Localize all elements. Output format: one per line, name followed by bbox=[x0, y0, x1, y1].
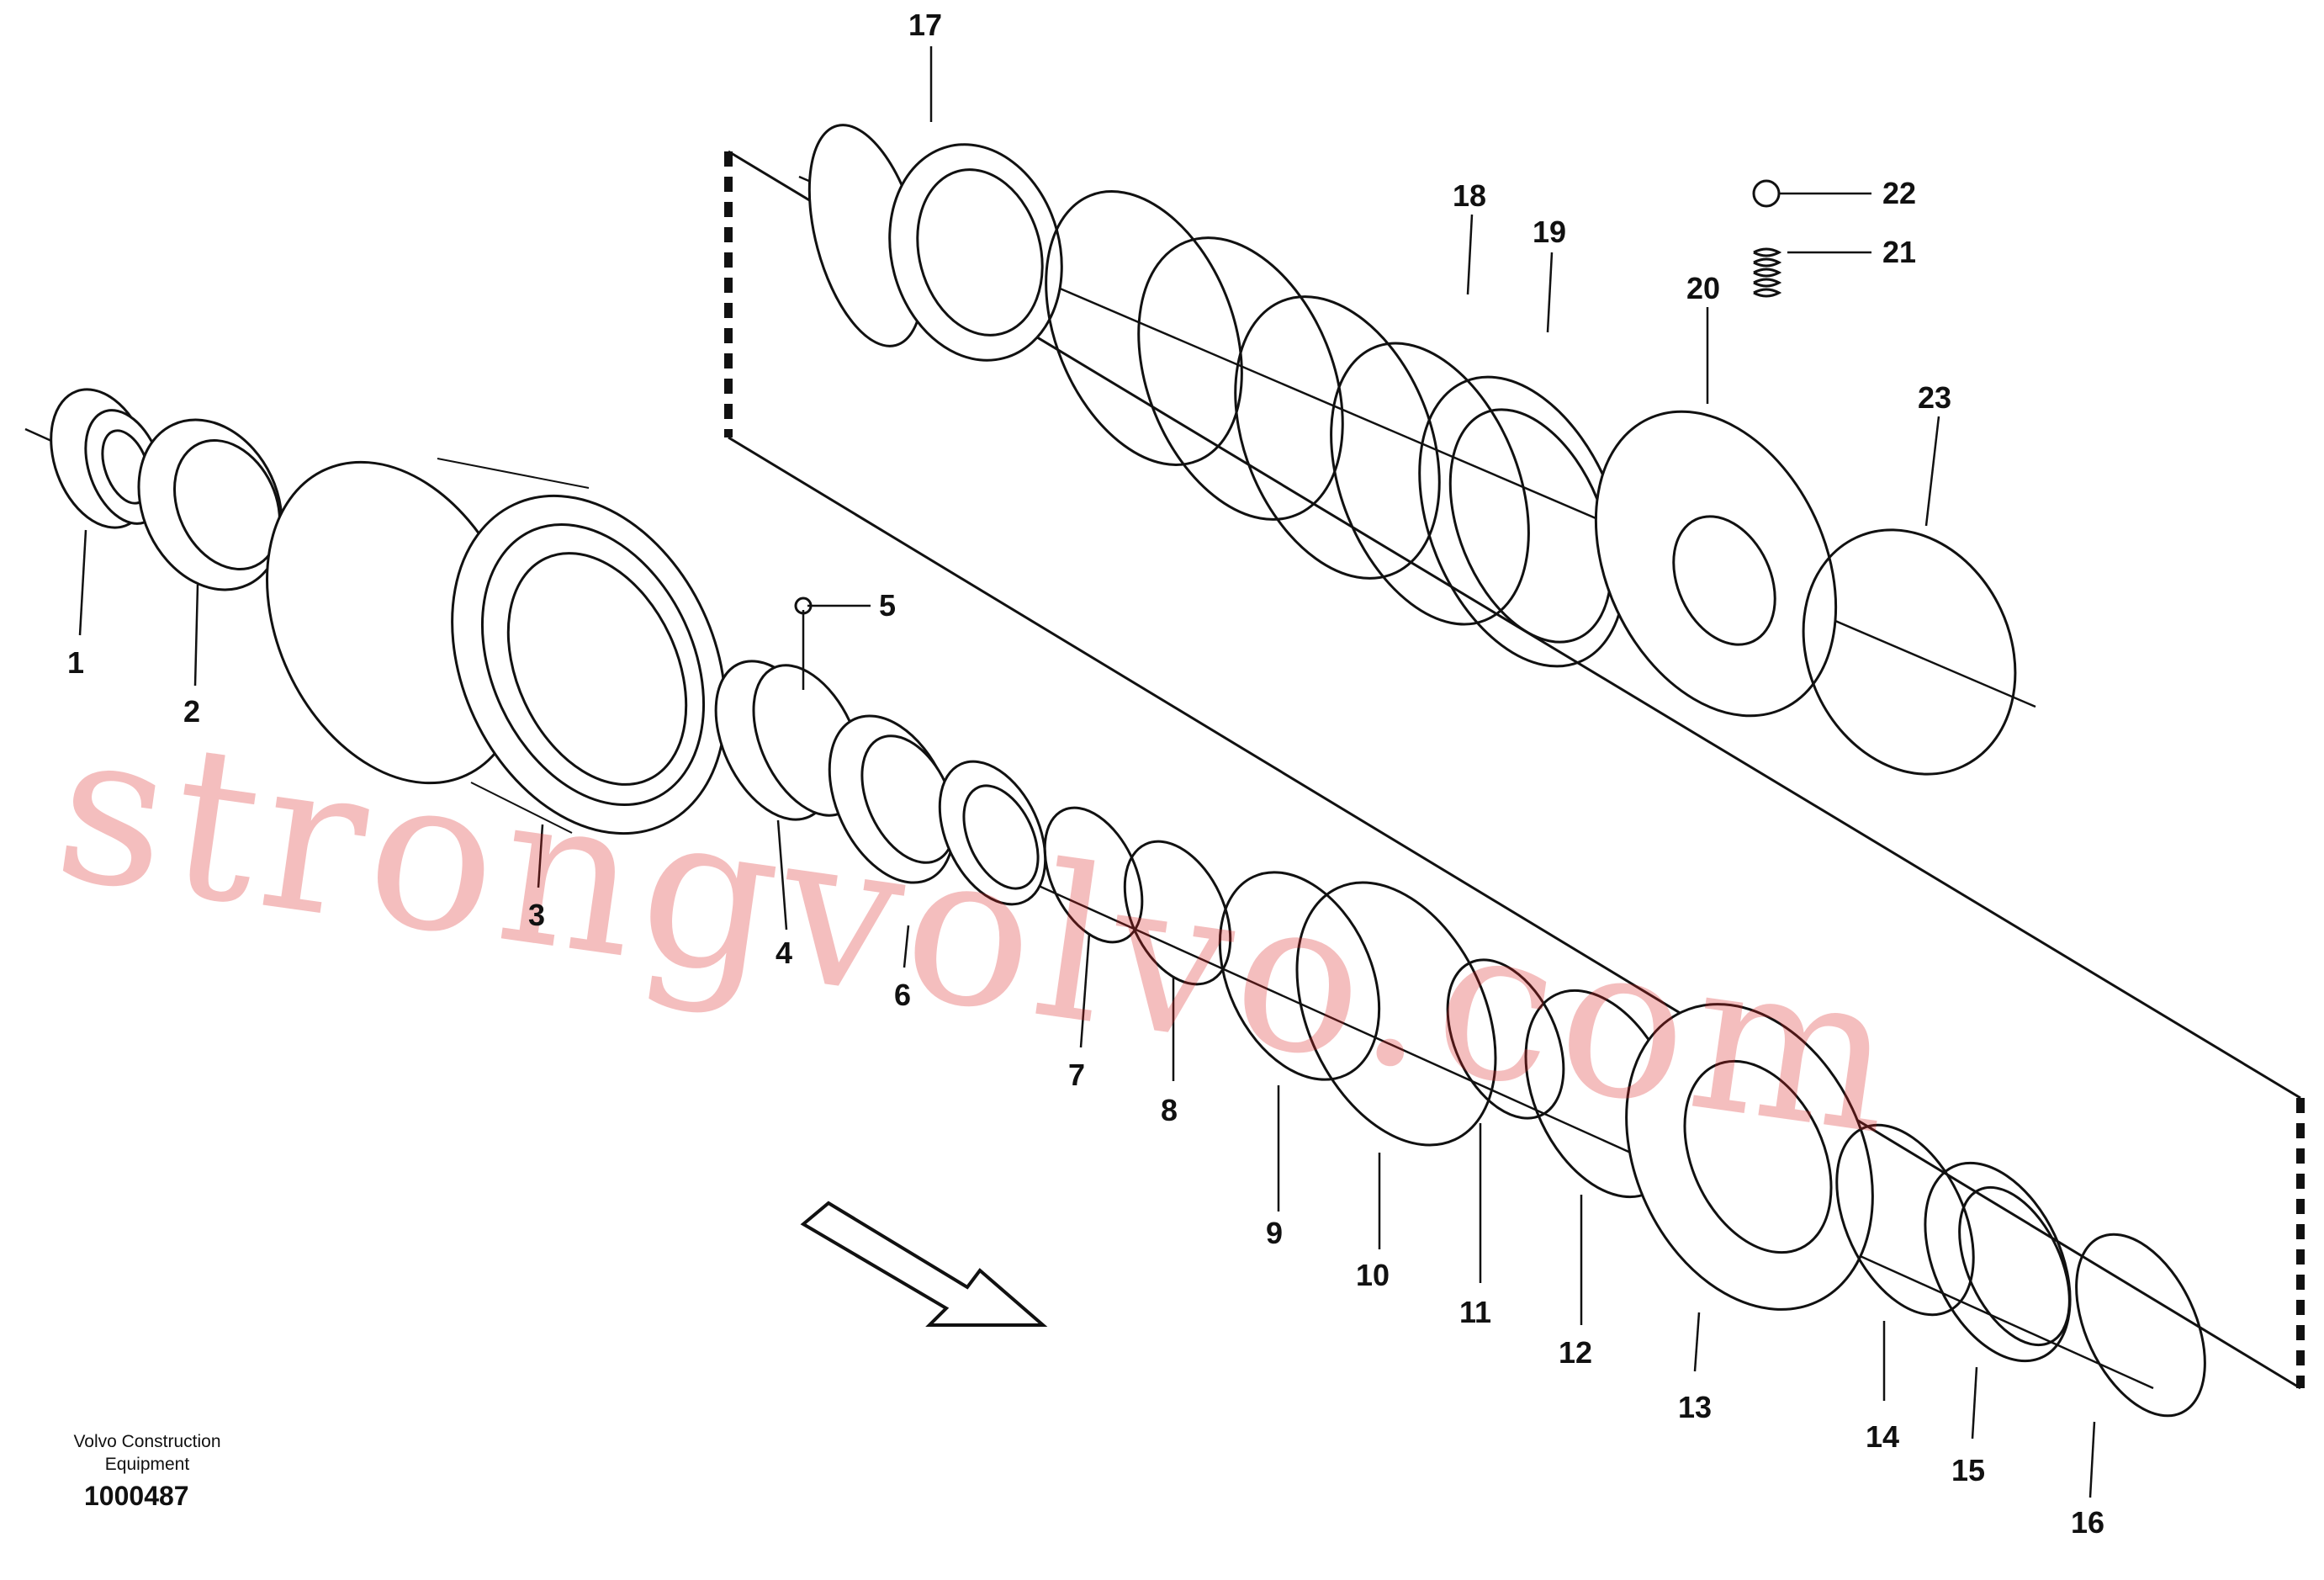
part-snap-ring-23 bbox=[1802, 528, 2017, 776]
callout-3: 3 bbox=[528, 898, 545, 932]
callout-7: 7 bbox=[1068, 1058, 1085, 1092]
part-roller-bearing-1 bbox=[50, 388, 165, 529]
callout-13: 13 bbox=[1678, 1390, 1712, 1424]
part-splined-hub-17 bbox=[807, 124, 1063, 362]
callout-16: 16 bbox=[2071, 1505, 2104, 1540]
part-gear-13 bbox=[1625, 1003, 1874, 1311]
callout-8: 8 bbox=[1161, 1093, 1178, 1127]
part-piston-20 bbox=[1594, 410, 1838, 718]
callout-10: 10 bbox=[1356, 1258, 1390, 1292]
callout-20: 20 bbox=[1686, 271, 1720, 305]
callout-4: 4 bbox=[776, 936, 792, 970]
part-rings-14-16 bbox=[1835, 1123, 2206, 1418]
callout-11: 11 bbox=[1459, 1295, 1491, 1329]
part-clutch-drum-3 bbox=[266, 454, 727, 835]
callout-12: 12 bbox=[1559, 1335, 1592, 1370]
callout-5: 5 bbox=[879, 588, 896, 623]
company-line-1: Volvo Construction bbox=[73, 1432, 221, 1451]
callout-6: 6 bbox=[894, 978, 911, 1012]
callout-21: 21 bbox=[1882, 235, 1916, 269]
callout-23: 23 bbox=[1918, 380, 1951, 415]
callout-19: 19 bbox=[1533, 215, 1566, 249]
document-number: 1000487 bbox=[84, 1481, 189, 1511]
part-bearing-6 bbox=[828, 714, 1047, 906]
company-name: Volvo Construction Equipment bbox=[50, 1430, 244, 1476]
callout-18: 18 bbox=[1453, 178, 1486, 213]
callout-15: 15 bbox=[1951, 1453, 1985, 1487]
part-spring-ball-21-22 bbox=[1752, 179, 1782, 298]
watermark: strongvolvo.com bbox=[44, 681, 1915, 1182]
part-bearing-cup-2 bbox=[137, 418, 283, 591]
direction-arrow bbox=[800, 1201, 1048, 1327]
part-clutch-discs-18-19 bbox=[1045, 190, 1627, 668]
callout-labels: 1 2 3 4 5 6 7 8 9 10 11 12 13 14 15 16 1… bbox=[67, 8, 2104, 1540]
leader-lines bbox=[78, 46, 2096, 1498]
callout-17: 17 bbox=[908, 8, 942, 42]
callout-9: 9 bbox=[1266, 1216, 1283, 1250]
callout-22: 22 bbox=[1882, 176, 1916, 210]
callout-2: 2 bbox=[183, 694, 200, 729]
callout-14: 14 bbox=[1866, 1419, 1899, 1454]
callout-1: 1 bbox=[67, 645, 84, 680]
company-line-2: Equipment bbox=[104, 1455, 190, 1474]
